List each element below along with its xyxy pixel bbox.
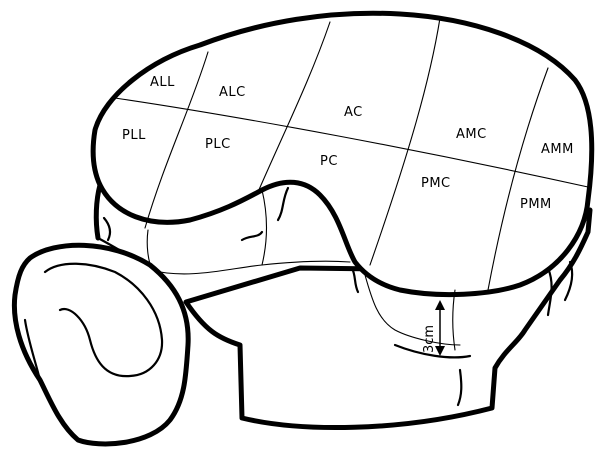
zone-label-pmc: PMC — [421, 176, 451, 191]
body-contour-3 — [262, 190, 267, 265]
zone-label-pc: PC — [320, 154, 338, 169]
zone-label-plc: PLC — [205, 137, 231, 152]
zone-label-all: ALL — [150, 75, 175, 90]
zone-label-alc: ALC — [219, 85, 246, 100]
measurement-label: 3cm — [422, 325, 437, 353]
lateral-wall — [96, 185, 100, 238]
zone-label-pmm: PMM — [520, 197, 552, 212]
zone-label-pll: PLL — [122, 128, 146, 143]
zone-label-amc: AMC — [456, 127, 487, 142]
zone-label-amm: AMM — [541, 142, 574, 157]
zone-label-ac: AC — [344, 105, 363, 120]
contour-squiggle-1 — [242, 232, 262, 240]
contour-squiggle-6 — [104, 218, 110, 240]
contour-squiggle-2 — [278, 188, 288, 220]
plateau-outline — [93, 13, 592, 294]
